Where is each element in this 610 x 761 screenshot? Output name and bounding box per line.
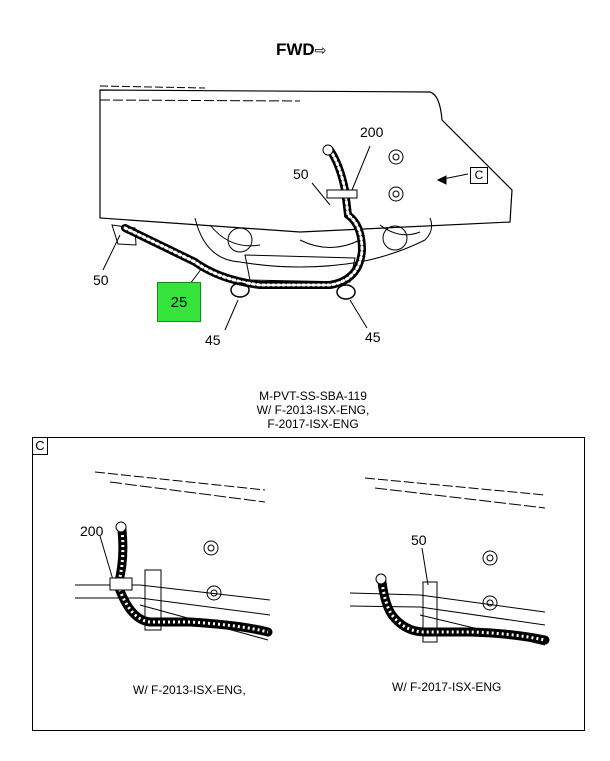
caption-line-1: M-PVT-SS-SBA-119: [259, 389, 367, 403]
detail-callout-200: 200: [80, 523, 104, 539]
detail-c-tag: C: [33, 438, 48, 455]
detail-right-caption: W/ F-2017-ISX-ENG: [392, 680, 502, 694]
callout-25-highlight[interactable]: 25: [157, 282, 201, 322]
detail-c-reference[interactable]: C: [470, 167, 488, 184]
caption-line-3: F-2017-ISX-ENG: [267, 417, 359, 431]
caption-line-2: W/ F-2013-ISX-ENG,: [256, 403, 370, 417]
detail-c-panel: C: [32, 437, 585, 731]
detail-left-caption: W/ F-2013-ISX-ENG,: [133, 683, 246, 697]
fwd-text: FWD: [276, 40, 315, 59]
forward-arrow-icon: ⇨: [314, 42, 327, 58]
callout-45-right: 45: [365, 329, 381, 345]
detail-callout-50: 50: [411, 532, 427, 548]
callout-50-left: 50: [93, 272, 109, 288]
callout-45-left: 45: [205, 332, 221, 348]
callout-200: 200: [360, 124, 384, 140]
callout-50-top: 50: [293, 166, 309, 182]
callout-25-label: 25: [170, 293, 188, 311]
forward-direction-label: FWD⇨: [276, 40, 326, 60]
